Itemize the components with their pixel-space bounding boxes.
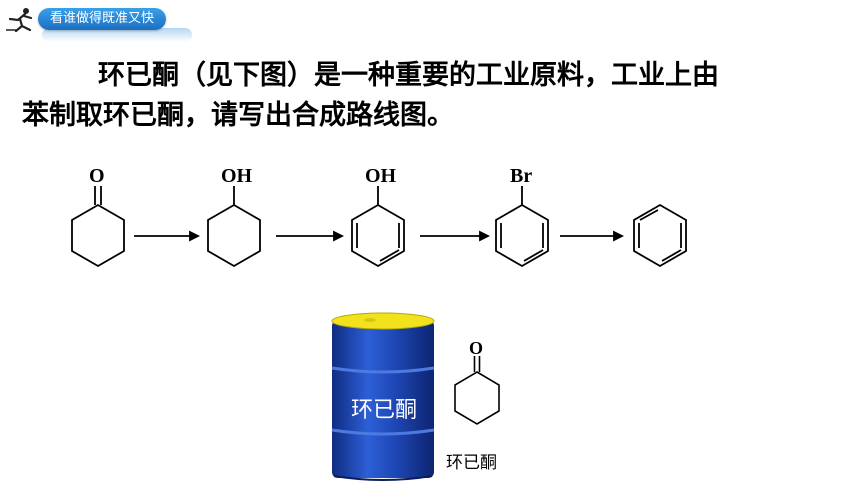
- runner-icon: [6, 8, 33, 32]
- chemical-barrel-illustration: [331, 312, 435, 481]
- question-line-1: 环已酮（见下图）是一种重要的工业原料，工业上由: [98, 60, 719, 91]
- title-badge: 看谁做得既准又快: [4, 4, 194, 42]
- benzene-structure: [633, 203, 687, 268]
- structure-caption: 环已酮: [446, 453, 497, 473]
- barrel-label: 环已酮: [350, 398, 417, 423]
- phenol-structure: [351, 186, 405, 268]
- cyclohexanone-small-structure: O: [454, 338, 500, 425]
- small-oxygen-label: O: [469, 338, 483, 358]
- bromobenzene-br-label: Br: [510, 165, 532, 187]
- question-text: 环已酮（见下图）是一种重要的工业原料，工业上由 苯制取环已酮，请写出合成路线图。: [22, 56, 842, 136]
- question-line-2: 苯制取环已酮，请写出合成路线图。: [22, 100, 454, 131]
- reaction-scheme: O OH OH Br: [71, 165, 687, 268]
- reaction-arrow-2: [276, 230, 345, 242]
- badge-label: 看谁做得既准又快: [38, 8, 167, 30]
- cyclohexanol-structure: [207, 186, 261, 268]
- bromobenzene-structure: [495, 186, 549, 268]
- reaction-arrow-1: [134, 230, 201, 242]
- reaction-arrow-4: [560, 230, 625, 242]
- cyclohexanone-oxygen-label: O: [89, 165, 105, 187]
- badge-shadow: [42, 28, 192, 42]
- cyclohexanone-structure: [71, 186, 125, 268]
- cyclohexanol-oh-label: OH: [221, 165, 253, 187]
- reaction-arrow-3: [420, 230, 491, 242]
- phenol-oh-label: OH: [365, 165, 397, 187]
